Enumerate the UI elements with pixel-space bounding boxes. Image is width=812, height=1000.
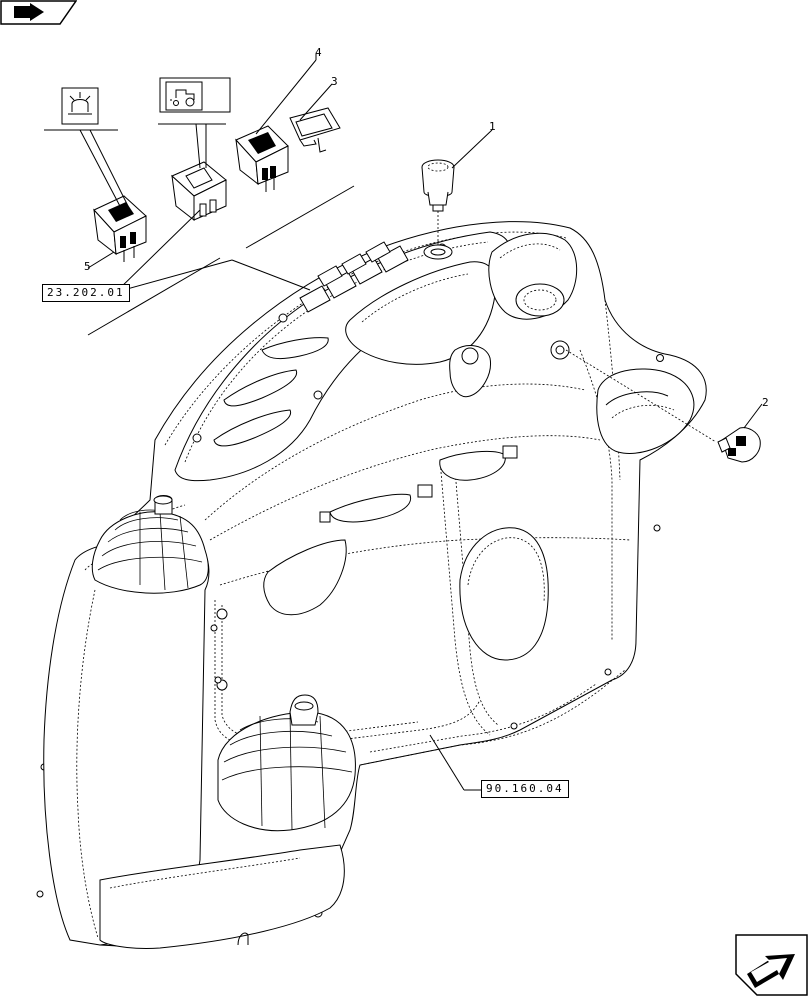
callout-1: 1 xyxy=(489,120,496,133)
callout-3: 3 xyxy=(331,75,338,88)
part-2-connector xyxy=(565,349,761,463)
right-side-panel xyxy=(459,524,661,730)
back-arrow-icon xyxy=(0,0,78,25)
prev-page-button[interactable] xyxy=(0,0,78,25)
right-armrest xyxy=(596,368,695,454)
reference-90-160-04[interactable]: 90.160.04 xyxy=(481,780,569,798)
callout-4: 4 xyxy=(315,46,322,59)
joystick-boot-upper xyxy=(91,495,209,594)
part-5-rocker-switch xyxy=(93,195,147,262)
beacon-symbol-box xyxy=(61,87,99,125)
callout-5: 5 xyxy=(84,260,91,273)
forward-arrow-icon xyxy=(735,934,808,996)
joystick-boot-lower xyxy=(217,694,356,832)
reference-23-202-01[interactable]: 23.202.01 xyxy=(42,284,130,302)
part-4-rocker-switch xyxy=(235,125,289,192)
leader-lines xyxy=(44,54,763,791)
panel-switch-slots xyxy=(299,241,409,313)
callout-2: 2 xyxy=(762,396,769,409)
tractor-symbol-box xyxy=(159,77,231,113)
part-3-switch-cover xyxy=(289,107,341,153)
part-1-power-socket xyxy=(421,159,455,260)
storage-compartment xyxy=(345,232,664,398)
rocker-switch-middle xyxy=(171,161,227,222)
next-page-button[interactable] xyxy=(735,934,808,996)
console-base xyxy=(99,844,345,949)
